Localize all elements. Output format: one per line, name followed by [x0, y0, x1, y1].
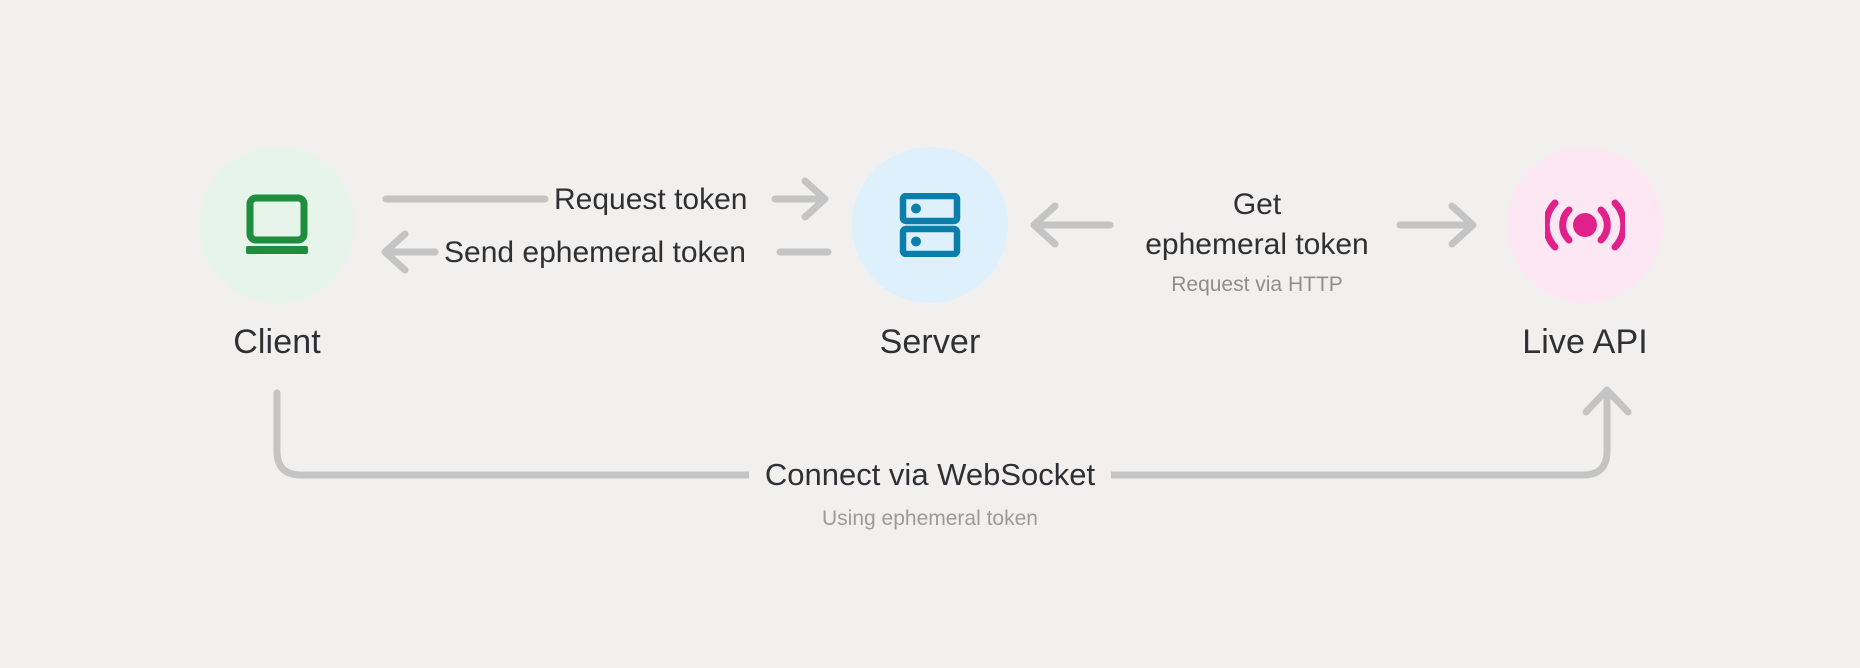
server-label: Server: [879, 323, 981, 361]
client-circle: [199, 147, 355, 303]
server-icon: [899, 193, 961, 257]
client-label: Client: [233, 323, 321, 361]
broadcast-icon: [1545, 199, 1625, 251]
edge-sublabel-using-ephemeral-token: Using ephemeral token: [822, 507, 1038, 530]
edge-group-get-ephemeral-token: Get ephemeral token Request via HTTP: [1047, 185, 1467, 297]
liveapi-label: Live API: [1522, 323, 1648, 361]
node-liveapi[interactable]: Live API: [1465, 147, 1705, 362]
server-circle: [852, 147, 1008, 303]
edge-label-request-token: Request token: [554, 183, 748, 216]
node-client[interactable]: Client: [157, 147, 397, 362]
laptop-icon: [246, 194, 308, 254]
edge-label-get-ephemeral-token-line2: ephemeral token: [1145, 228, 1369, 261]
edge-label-send-ephemeral-token: Send ephemeral token: [444, 236, 746, 269]
edge-label-get-ephemeral-token-line1: Get: [1232, 188, 1282, 221]
liveapi-circle: [1507, 147, 1663, 303]
edge-sublabel-request-via-http: Request via HTTP: [1171, 273, 1343, 296]
edge-group-websocket: Connect via WebSocket Using ephemeral to…: [580, 455, 1280, 531]
node-server[interactable]: Server: [810, 147, 1050, 362]
edge-label-connect-via-websocket: Connect via WebSocket: [748, 455, 1112, 495]
websocket-arrowhead: [1582, 386, 1632, 416]
